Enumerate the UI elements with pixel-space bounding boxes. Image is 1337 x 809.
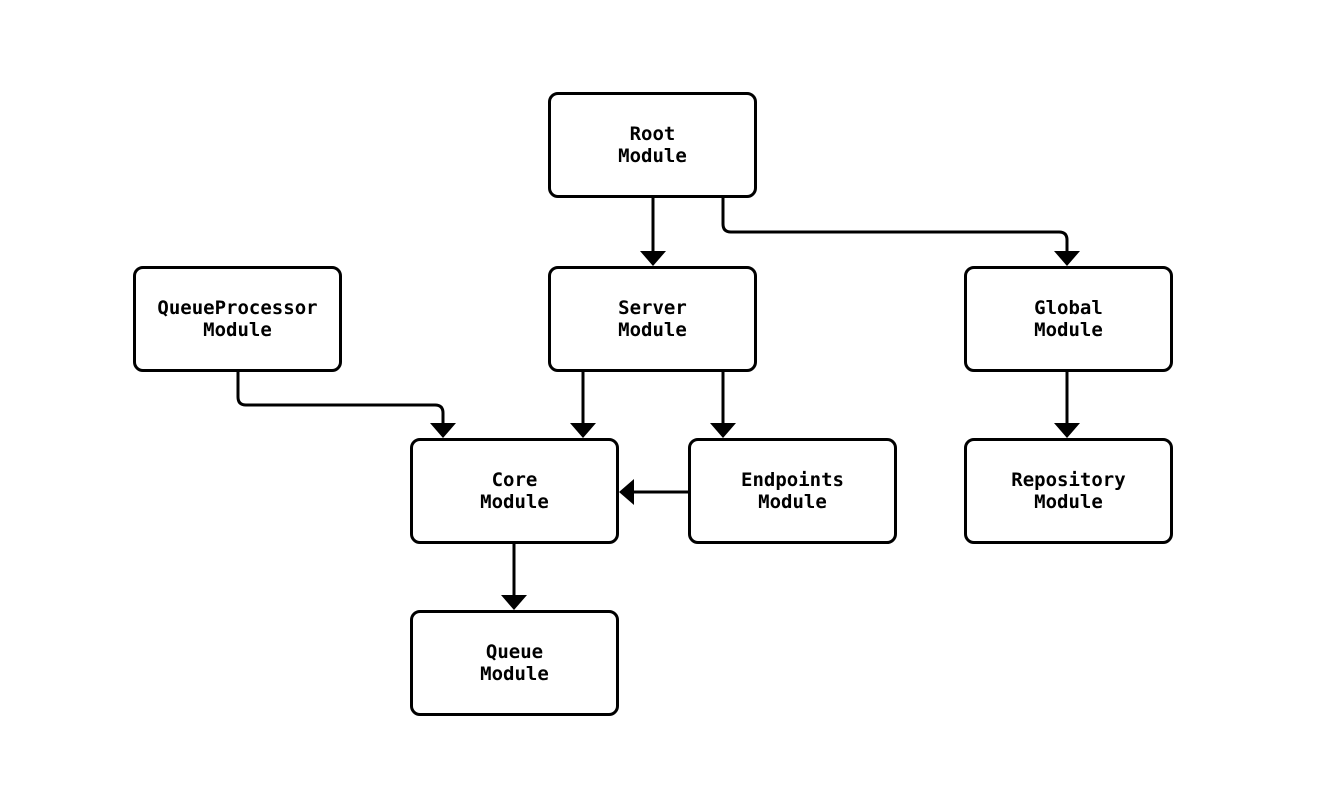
arrowhead-icon [501,595,527,610]
edge-global-to-repository [1054,372,1080,438]
node-server-module: Server Module [548,266,757,372]
node-label: Module [203,319,272,341]
node-label: Module [480,491,549,513]
arrowhead-icon [619,479,634,505]
node-label: Global [1034,297,1103,319]
node-label: Repository [1011,469,1126,491]
node-repository-module: Repository Module [964,438,1173,544]
node-queueprocessor-module: QueueProcessor Module [133,266,342,372]
edge-queueprocessor-to-core [236,372,456,438]
node-label: Queue [485,641,544,663]
node-label: QueueProcessor [157,297,318,319]
node-label: Module [1034,491,1103,513]
arrowhead-icon [570,423,596,438]
node-core-module: Core Module [410,438,619,544]
node-label: Server [618,297,687,319]
edge-root-to-server [640,198,666,266]
edge-root-to-global [721,198,1080,266]
edge-core-to-queue [501,544,527,610]
arrowhead-icon [710,423,736,438]
arrowhead-icon [640,251,666,266]
node-label: Core [491,469,538,491]
node-label: Endpoints [741,469,844,491]
node-label: Root [629,123,676,145]
node-label: Module [618,145,687,167]
node-root-module: Root Module [548,92,757,198]
node-label: Module [618,319,687,341]
arrowhead-icon [430,423,456,438]
edge-server-to-core [570,372,596,438]
node-global-module: Global Module [964,266,1173,372]
node-queue-module: Queue Module [410,610,619,716]
arrowhead-icon [1054,251,1080,266]
node-endpoints-module: Endpoints Module [688,438,897,544]
edge-server-to-endpoints [710,372,736,438]
node-label: Module [480,663,549,685]
node-label: Module [758,491,827,513]
edge-endpoints-to-core [619,479,688,505]
node-label: Module [1034,319,1103,341]
arrowhead-icon [1054,423,1080,438]
